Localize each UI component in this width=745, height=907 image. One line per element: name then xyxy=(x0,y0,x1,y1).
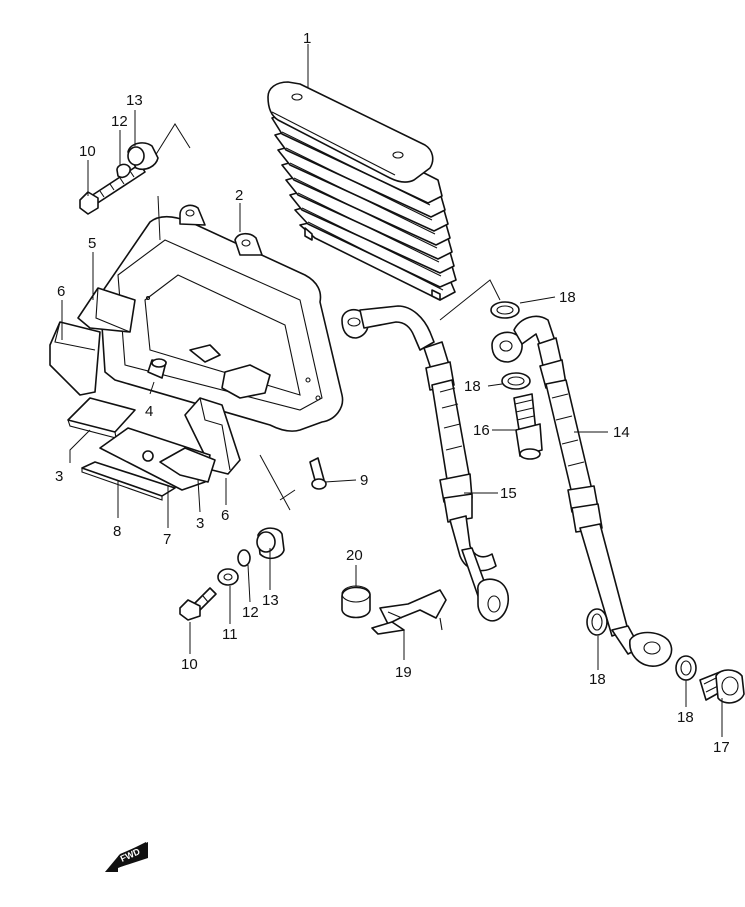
callout-12: 12 xyxy=(242,604,259,621)
bolt-17 xyxy=(699,669,745,704)
callout-2: 2 xyxy=(235,187,243,204)
callout-13: 13 xyxy=(126,92,143,109)
upper-bolt-set xyxy=(79,142,159,215)
callout-10: 10 xyxy=(181,656,198,673)
callout-19: 19 xyxy=(395,664,412,681)
callout-14: 14 xyxy=(613,424,630,441)
fwd-arrow-icon: FWD xyxy=(105,842,148,872)
callout-18: 18 xyxy=(464,378,481,395)
grommet-20 xyxy=(341,585,371,619)
callout-3: 3 xyxy=(196,515,204,532)
callout-12: 12 xyxy=(111,113,128,130)
callout-17: 17 xyxy=(713,739,730,756)
cooler-cover xyxy=(99,204,344,432)
oil-cooler xyxy=(267,81,457,301)
callout-7: 7 xyxy=(163,531,171,548)
callout-20: 20 xyxy=(346,547,363,564)
hose-14 xyxy=(491,315,673,667)
union-bolt-16 xyxy=(513,393,543,460)
rubber-pads xyxy=(49,287,241,475)
clamp-19 xyxy=(371,589,447,635)
hose-15 xyxy=(341,305,510,622)
callout-5: 5 xyxy=(88,235,96,252)
callout-1: 1 xyxy=(303,30,311,47)
callout-18: 18 xyxy=(559,289,576,306)
callout-6: 6 xyxy=(221,507,229,524)
callout-4: 4 xyxy=(145,403,153,420)
lower-bolt-set xyxy=(179,527,285,621)
pin xyxy=(147,358,167,379)
leader-lines xyxy=(61,44,723,737)
assembly-lines xyxy=(149,123,501,511)
mounting-plates xyxy=(67,397,216,501)
callout-6: 6 xyxy=(57,283,65,300)
callout-18: 18 xyxy=(677,709,694,726)
screw-9 xyxy=(309,457,327,490)
callout-11: 11 xyxy=(222,626,238,643)
callout-13: 13 xyxy=(262,592,279,609)
callout-15: 15 xyxy=(500,485,517,502)
callout-18: 18 xyxy=(589,671,606,688)
callout-10: 10 xyxy=(79,143,96,160)
callout-16: 16 xyxy=(473,422,490,439)
callout-9: 9 xyxy=(360,472,368,489)
callout-8: 8 xyxy=(113,523,121,540)
callout-3: 3 xyxy=(55,468,63,485)
callout-labels: 1 2 3 3 4 5 6 6 7 8 9 10 10 11 12 12 13 … xyxy=(55,30,730,756)
washers xyxy=(490,301,697,681)
